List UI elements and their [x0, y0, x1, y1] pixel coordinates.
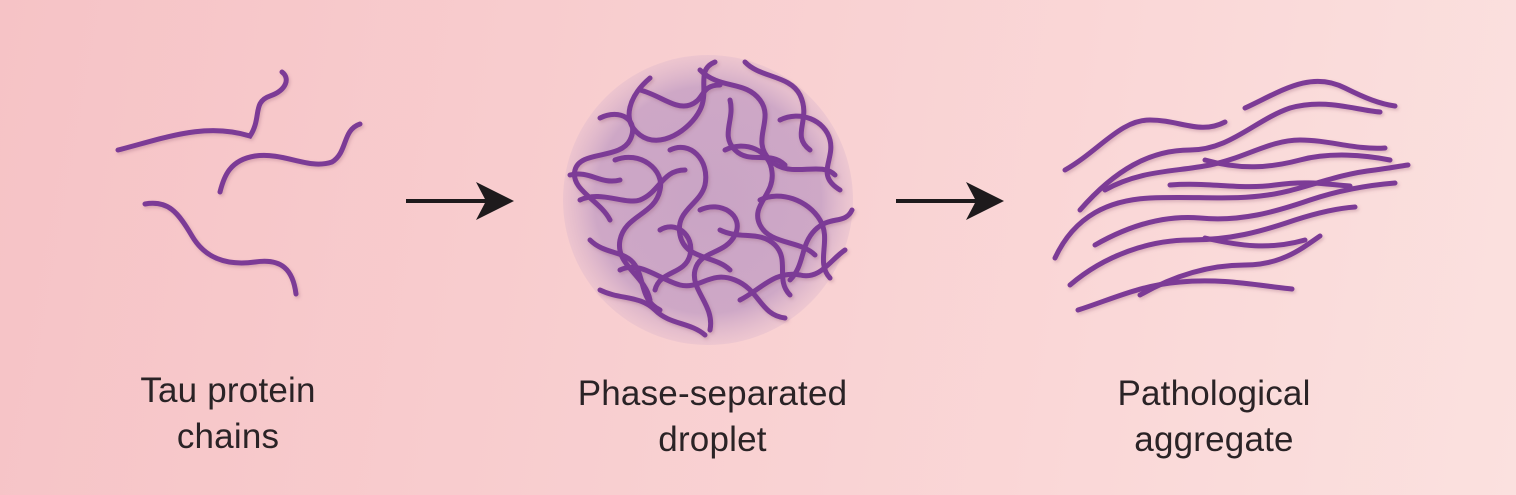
droplet-body: [563, 55, 853, 345]
arrow-1: [406, 182, 514, 220]
label-line: aggregate: [1134, 420, 1294, 459]
label-line: droplet: [658, 420, 767, 459]
tau-chain: [115, 69, 289, 153]
fibril: [1202, 152, 1393, 170]
arrow-2: [896, 182, 1004, 220]
tau-chain: [217, 121, 363, 195]
fibril: [1092, 180, 1398, 248]
label-phase-separated-droplet: Phase-separated droplet: [540, 371, 885, 463]
tau-chain: [142, 200, 299, 297]
fibril: [1067, 204, 1358, 288]
fibril: [1137, 233, 1323, 298]
fibril: [1242, 78, 1398, 111]
aggregate-group: [1052, 78, 1411, 313]
label-pathological-aggregate: Pathological aggregate: [1064, 371, 1364, 463]
label-line: Tau protein: [140, 371, 316, 410]
tau-chains-group: [115, 69, 363, 297]
fibril: [1202, 235, 1308, 249]
label-line: chains: [176, 417, 280, 456]
droplet-chains: [567, 59, 855, 338]
fibril: [1075, 278, 1295, 313]
fibril: [1077, 101, 1383, 213]
fibril: [1062, 117, 1228, 173]
label-tau-protein-chains: Tau protein chains: [78, 368, 378, 460]
droplet-group: [563, 55, 855, 345]
label-line: Phase-separated: [577, 374, 848, 413]
fibril: [1102, 137, 1388, 193]
label-line: Pathological: [1117, 374, 1311, 413]
fibril: [1052, 162, 1411, 261]
fibril: [1167, 180, 1353, 190]
